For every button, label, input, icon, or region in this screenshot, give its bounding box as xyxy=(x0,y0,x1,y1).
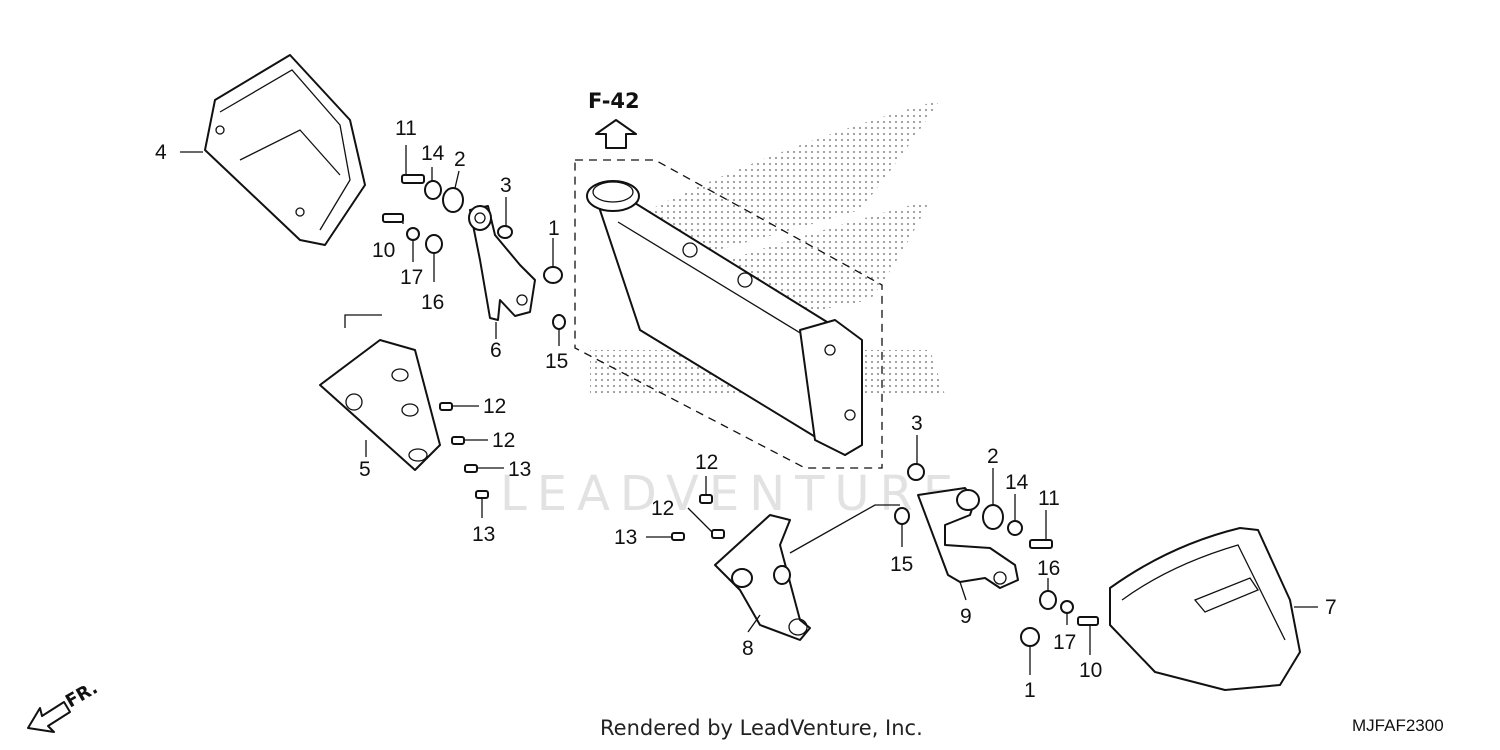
callout-2: 2 xyxy=(987,445,999,468)
callout-10: 10 xyxy=(1079,659,1102,682)
front-arrow-icon xyxy=(27,701,71,733)
left-lower-panel-part-5 xyxy=(319,339,441,471)
left-side-cover-part-4 xyxy=(204,54,366,246)
callout-12: 12 xyxy=(483,395,506,418)
right-side-cover-part-7 xyxy=(1109,527,1301,691)
callout-13: 13 xyxy=(472,523,495,546)
callout-5: 5 xyxy=(359,458,371,481)
callout-16: 16 xyxy=(1037,557,1060,580)
callout-11: 11 xyxy=(395,117,417,140)
callout-15: 15 xyxy=(890,553,913,576)
center-bracket-part-8 xyxy=(714,514,811,641)
callout-12: 12 xyxy=(695,451,718,474)
callout-2: 2 xyxy=(454,148,466,171)
callout-1: 1 xyxy=(548,217,560,240)
callout-13: 13 xyxy=(508,458,531,481)
front-direction-indicator: FR. xyxy=(27,677,101,733)
callout-3: 3 xyxy=(911,412,923,435)
callout-3: 3 xyxy=(500,174,512,197)
callout-labels: 11 14 2 3 4 1 10 17 16 6 15 12 12 5 13 1… xyxy=(155,117,1337,702)
callout-7: 7 xyxy=(1325,596,1337,619)
callout-16: 16 xyxy=(421,291,444,314)
callout-4: 4 xyxy=(155,141,167,164)
callout-12: 12 xyxy=(492,429,515,452)
callout-15: 15 xyxy=(545,350,568,373)
hardware-left xyxy=(382,174,566,499)
callout-17: 17 xyxy=(1053,631,1076,654)
leader-lines xyxy=(365,145,1318,675)
right-bracket-part-9 xyxy=(917,487,1019,589)
hardware-right xyxy=(671,463,1099,647)
callout-14: 14 xyxy=(421,142,445,165)
callout-8: 8 xyxy=(742,637,754,660)
callout-10: 10 xyxy=(372,239,395,262)
callout-6: 6 xyxy=(490,339,502,362)
radiator-assembly-boundary xyxy=(574,159,883,469)
callout-14: 14 xyxy=(1005,471,1029,494)
callout-11: 11 xyxy=(1038,487,1060,510)
reference-label: F-42 xyxy=(588,89,640,113)
callout-9: 9 xyxy=(960,605,972,628)
callout-1: 1 xyxy=(1024,679,1036,702)
callout-17: 17 xyxy=(400,266,423,289)
watermark-text: LEADVENTURE xyxy=(500,466,963,522)
footer-credit: Rendered by LeadVenture, Inc. xyxy=(600,716,923,740)
callout-13: 13 xyxy=(614,526,637,549)
left-bracket-part-6 xyxy=(468,205,536,321)
radiator xyxy=(586,180,863,456)
callout-12: 12 xyxy=(651,497,674,520)
reference-arrow-icon xyxy=(595,119,637,149)
diagram-code: MJFAF2300 xyxy=(1352,716,1444,735)
